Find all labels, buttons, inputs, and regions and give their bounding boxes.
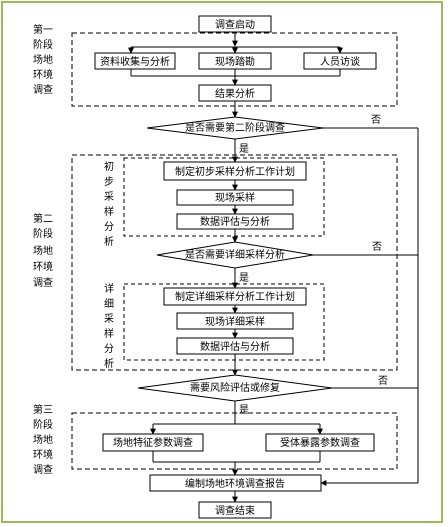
interview-box xyxy=(303,52,377,70)
prelim-sub-6: 析 xyxy=(104,235,114,248)
no-label-3: 否 xyxy=(378,375,388,387)
site-param-box xyxy=(102,433,204,452)
result1-label: 结果分析 xyxy=(215,87,255,100)
stage2-label-3: 场地 xyxy=(33,244,53,257)
decision1-label: 是否需要第二阶段调查 xyxy=(185,121,285,134)
stage1-label-5: 调查 xyxy=(33,83,53,96)
yes-label-2: 是 xyxy=(239,272,249,284)
start-box xyxy=(198,15,272,33)
eval1-box xyxy=(176,213,294,230)
decision2-diamond xyxy=(156,241,314,269)
yes-label-1: 是 xyxy=(239,143,249,155)
end-label: 调查结束 xyxy=(215,504,255,517)
stage1-label-4: 环境 xyxy=(33,68,53,81)
prelim-sub-2: 步 xyxy=(104,176,114,188)
prelim-plan-label: 制定初步采样分析工作计划 xyxy=(175,165,295,178)
prelim-sub-3: 采 xyxy=(104,191,114,203)
eval2-label: 数据评估与分析 xyxy=(200,340,270,353)
report-label: 编制场地环境调查报告 xyxy=(185,477,285,490)
result1-box xyxy=(198,84,272,102)
stage3-label-4: 环境 xyxy=(33,448,53,461)
stage2-label-4: 环境 xyxy=(33,260,53,273)
yes-label-3: 是 xyxy=(239,404,249,416)
detail-subregion xyxy=(123,283,325,361)
field-sampling-box xyxy=(176,189,294,206)
field-sampling-label: 现场采样 xyxy=(215,191,255,204)
stage2-label-5: 调查 xyxy=(33,276,53,289)
detail-plan-box xyxy=(163,287,307,306)
detail-sub-3: 采 xyxy=(104,313,114,325)
start-label: 调查启动 xyxy=(215,18,255,31)
detail-sub-6: 析 xyxy=(104,357,114,370)
prelim-sub-4: 样 xyxy=(104,205,114,218)
decision3-label: 需要风险评估或修复 xyxy=(190,381,280,394)
decision1-diamond xyxy=(146,116,324,140)
receptor-param-label: 受体暴露参数调查 xyxy=(280,436,360,449)
stage3-label-5: 调查 xyxy=(33,463,53,476)
collect-label: 资料收集与分析 xyxy=(100,55,170,68)
stage2-label-1: 第二 xyxy=(33,212,53,225)
stage3-label-1: 第三 xyxy=(33,403,53,416)
detail-sub-5: 分 xyxy=(104,343,114,355)
detail-sub-1: 详 xyxy=(104,282,114,295)
report-box xyxy=(149,474,322,492)
site-visit-box xyxy=(198,52,272,70)
decision3-diamond xyxy=(137,374,333,402)
interview-label: 人员访谈 xyxy=(320,55,360,68)
detail-sub-4: 样 xyxy=(104,327,114,340)
prelim-plan-box xyxy=(163,161,307,181)
site-visit-label: 现场踏勘 xyxy=(215,55,255,68)
no-label-1: 否 xyxy=(371,114,381,126)
prelim-sub-5: 分 xyxy=(104,221,114,233)
eval2-box xyxy=(176,337,294,355)
prelim-subregion xyxy=(123,157,325,237)
stage1-label-3: 场地 xyxy=(33,53,53,66)
collect-box xyxy=(94,52,176,70)
decision2-label: 是否需要详细采样分析 xyxy=(185,248,285,261)
stage1-label-2: 阶段 xyxy=(33,38,53,51)
detail-plan-label: 制定详细采样分析工作计划 xyxy=(175,290,295,303)
stage3-label-2: 阶段 xyxy=(33,418,53,431)
receptor-param-box xyxy=(265,433,375,452)
stage1-label-1: 第一 xyxy=(33,23,53,36)
no-label-2: 否 xyxy=(372,241,382,253)
stage3-label-3: 场地 xyxy=(33,433,53,446)
prelim-sub-1: 初 xyxy=(104,160,114,173)
detail-sampling-box xyxy=(176,312,294,330)
stage2-label-2: 阶段 xyxy=(33,227,53,240)
eval1-label: 数据评估与分析 xyxy=(200,215,270,228)
site-param-label: 场地特征参数调查 xyxy=(113,436,193,449)
detail-sampling-label: 现场详细采样 xyxy=(205,315,265,328)
detail-sub-2: 细 xyxy=(104,297,114,310)
end-box xyxy=(198,501,272,519)
